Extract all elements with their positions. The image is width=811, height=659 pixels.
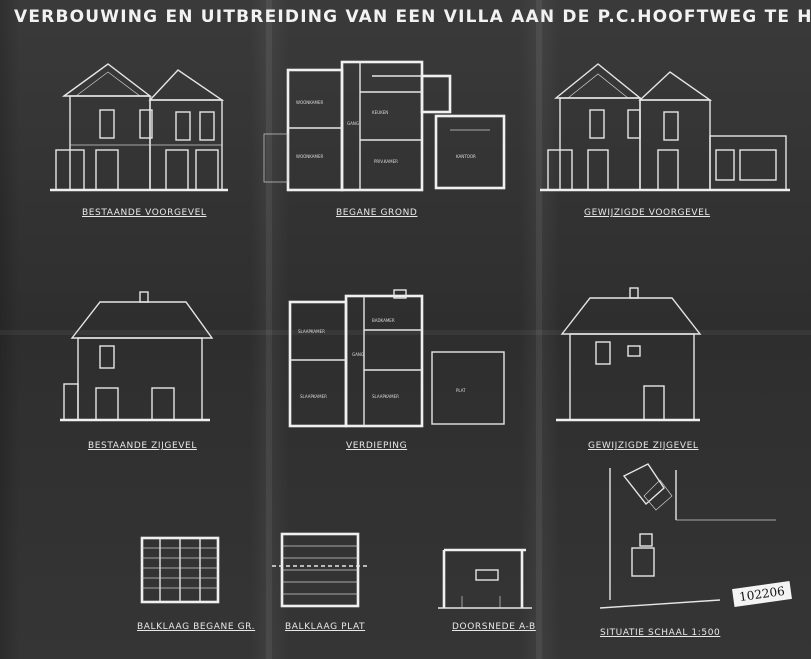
svg-text:SLAAPKAMER: SLAAPKAMER	[298, 329, 325, 334]
label-side-modified: GEWIJZIGDE ZIJGEVEL	[588, 441, 699, 451]
label-side-existing: BESTAANDE ZIJGEVEL	[88, 441, 197, 451]
site-plan-drawing	[599, 463, 776, 609]
label-joists-flat: BALKLAAG PLAT	[285, 622, 366, 632]
svg-text:GANG: GANG	[352, 352, 364, 357]
label-front-existing: BESTAANDE VOORGEVEL	[82, 208, 207, 218]
sheet-title: VERBOUWING EN UITBREIDING VAN EEN VILLA …	[14, 7, 811, 27]
label-section: DOORSNEDE A-B	[452, 622, 536, 632]
side-modified-drawing	[556, 287, 702, 422]
paper-fold	[266, 0, 272, 659]
paper-fold	[536, 0, 542, 659]
svg-text:WOONKAMER: WOONKAMER	[296, 100, 324, 105]
label-site-plan: SITUATIE SCHAAL 1:500	[600, 628, 721, 638]
svg-text:BADKAMER: BADKAMER	[372, 318, 395, 323]
svg-text:SLAAPKAMER: SLAAPKAMER	[372, 394, 399, 399]
joists-flat-drawing	[272, 532, 368, 608]
svg-text:SLAAPKAMER: SLAAPKAMER	[300, 394, 327, 399]
label-front-modified: GEWIJZIGDE VOORGEVEL	[584, 208, 711, 218]
front-modified-drawing	[540, 63, 790, 192]
svg-text:PLAT: PLAT	[456, 388, 466, 393]
label-ground-floor: BEGANE GROND	[336, 208, 418, 218]
ground-floor-drawing: WOONKAMER WOONKAMER KEUKEN PRIV.KAMER KA…	[263, 60, 506, 192]
section-drawing	[438, 548, 532, 609]
paper-fold	[0, 330, 811, 335]
label-joists-ground: BALKLAAG BEGANE GR.	[137, 622, 256, 632]
svg-text:KEUKEN: KEUKEN	[372, 110, 388, 115]
upper-floor-drawing: SLAAPKAMER SLAAPKAMER BADKAMER SLAAPKAME…	[288, 289, 505, 428]
joists-ground-drawing	[140, 536, 220, 604]
front-existing-drawing	[50, 63, 228, 192]
svg-text:WOONKAMER: WOONKAMER	[296, 154, 324, 159]
svg-text:PRIV.KAMER: PRIV.KAMER	[374, 159, 398, 164]
svg-text:KANTOOR: KANTOOR	[456, 154, 476, 159]
svg-text:GANG: GANG	[347, 121, 359, 126]
label-upper-floor: VERDIEPING	[346, 441, 408, 451]
side-existing-drawing	[60, 291, 214, 422]
